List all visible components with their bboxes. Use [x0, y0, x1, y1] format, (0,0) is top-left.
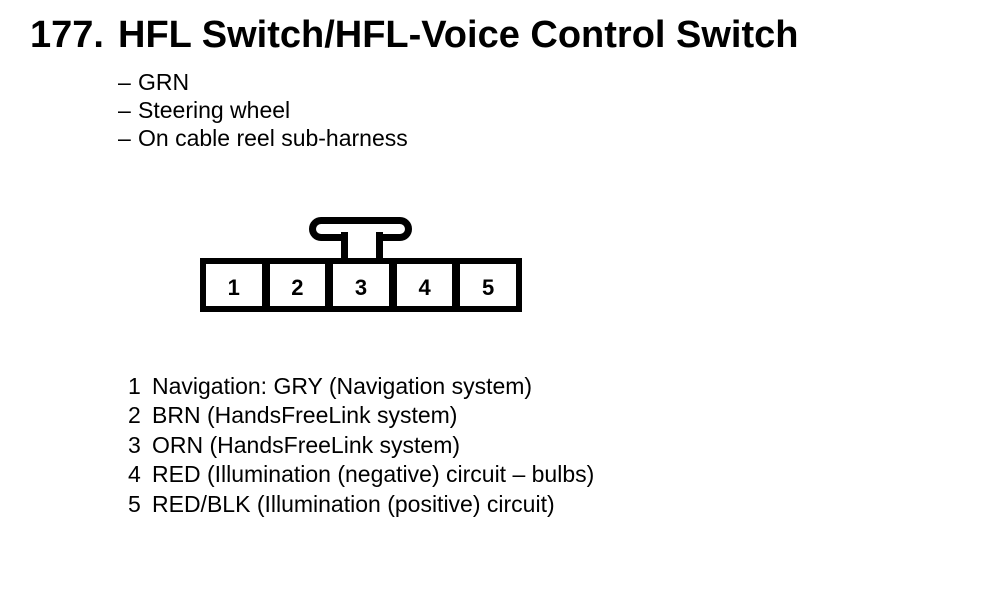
- note-text: Steering wheel: [138, 97, 291, 123]
- figure-title: 177. HFL Switch/HFL-Voice Control Switch: [30, 14, 799, 57]
- pin-description-row: 4 RED (Illumination (negative) circuit – …: [128, 460, 594, 489]
- pin-description-row: 3 ORN (HandsFreeLink system): [128, 431, 594, 460]
- pin-wire-description: BRN (HandsFreeLink system): [152, 402, 458, 429]
- pin-wire-description: ORN (HandsFreeLink system): [152, 431, 461, 458]
- pin-number: 4: [128, 461, 141, 488]
- pin-number: 2: [128, 402, 141, 429]
- figure-title-text: HFL Switch/HFL-Voice Control Switch: [118, 14, 799, 56]
- connector-cavity-2: 2: [269, 264, 326, 306]
- pin-number: 1: [128, 373, 141, 399]
- connector-latch-icon: [309, 217, 412, 241]
- figure-number: 177.: [30, 14, 104, 56]
- pin-description-list: 1 Navigation: GRY (Navigation system) 2 BRN…: [128, 372, 594, 519]
- note-line: –On cable reel sub-harness: [118, 124, 408, 152]
- pin-description-row: 2 BRN (HandsFreeLink system): [128, 401, 594, 430]
- note-text: On cable reel sub-harness: [138, 125, 408, 151]
- pin-number: 3: [128, 431, 141, 458]
- dash-bullet: –: [118, 97, 131, 123]
- dash-bullet: –: [118, 69, 131, 95]
- connector-cavity-5: 5: [460, 264, 516, 306]
- note-text: GRN: [138, 69, 190, 95]
- notes-list: –GRN–Steering wheel–On cable reel sub-ha…: [118, 68, 408, 152]
- pin-wire-description: RED/BLK (Illumination (positive) circuit…: [152, 490, 555, 517]
- pin-wire-description: RED (Illumination (negative) circuit – b…: [152, 461, 595, 488]
- pin-description-row: 5 RED/BLK (Illumination (positive) circui…: [128, 490, 594, 519]
- note-line: –GRN: [118, 68, 408, 96]
- pin-number: 5: [128, 490, 141, 517]
- connector-cavity-3: 3: [333, 264, 389, 306]
- pin-description-row: 1 Navigation: GRY (Navigation system): [128, 372, 594, 401]
- connector-cavity-4: 4: [396, 264, 453, 306]
- connector-cavity-1: 1: [206, 264, 262, 306]
- connector-latch-stem-icon: [341, 232, 383, 258]
- note-line: –Steering wheel: [118, 96, 408, 124]
- dash-bullet: –: [118, 125, 131, 151]
- pin-wire-description: Navigation: GRY (Navigation system): [152, 373, 533, 399]
